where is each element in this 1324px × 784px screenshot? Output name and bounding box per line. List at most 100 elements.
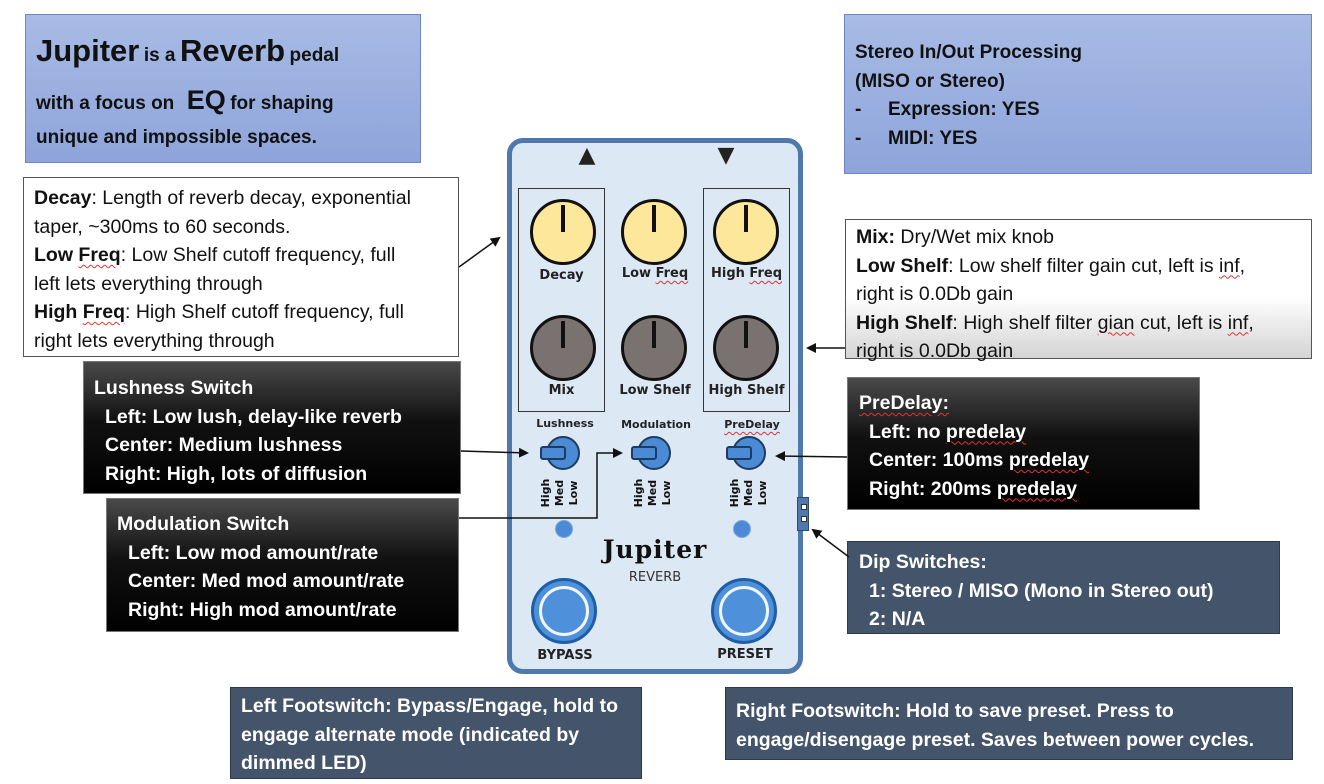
modulation-box: Modulation Switch Left: Low mod amount/r… [106,498,459,632]
high-shelf-knob[interactable] [713,315,779,381]
title-is-a: is a [143,45,176,66]
dip-switch-2[interactable] [801,516,807,522]
stereo-dash2: - [855,127,862,149]
highfreq-label-a: High [34,301,78,323]
low-shelf-knob[interactable] [621,315,687,381]
lowshelf-text-b: , [1239,254,1246,277]
output-arrow-icon: ▼ [717,143,735,168]
right-foot-line1: Right Footswitch: Hold to save preset. P… [736,700,1174,722]
title-with-focus: with a focus on [36,93,175,114]
left-foot-line2: engage alternate mode (indicated by [241,723,580,746]
decay-mix-frame [518,188,605,412]
title-pedal: pedal [289,45,340,66]
lushness-switch-label: Lushness [536,417,594,430]
highshelf-text-a: : High shelf filter [952,311,1098,334]
decay-knob[interactable] [530,199,596,265]
predelay-switch-lever[interactable] [726,446,752,460]
predelay-center-b: predelay [1008,449,1090,471]
high-freq-knob-label-b: Freq [749,266,783,281]
lushness-box: Lushness Switch Left: Low lush, delay-li… [83,361,461,494]
pedal-brand-logo: Jupiter [602,535,708,564]
title-box: Jupiter is a Reverb pedal with a focus o… [25,14,421,163]
mix-label: Mix: [856,226,895,248]
mix-text: Dry/Wet mix knob [895,226,1054,248]
high-shelf-knob-label: High Shelf [708,383,785,398]
lushness-right: Right: High, lots of diffusion [105,462,368,485]
predelay-right-b: predelay [996,477,1078,500]
stereo-midi: MIDI: YES [888,127,978,149]
modulation-title: Modulation Switch [117,513,290,535]
lowfreq-text1: : Low Shelf cutoff frequency, full [120,244,396,266]
lushness-switch-lever[interactable] [540,446,566,460]
left-foot-line3: dimmed LED) [241,752,367,774]
left-footswitch-box: Left Footswitch: Bypass/Engage, hold to … [230,687,642,779]
mix-knob-label: Mix [548,383,575,398]
dip-switch-1[interactable] [801,504,807,510]
title-jupiter: Jupiter [36,33,140,68]
title-for-shaping: for shaping [230,93,334,114]
bypass-footswitch[interactable] [531,578,597,644]
modulation-left: Left: Low mod amount/rate [128,541,379,564]
dip-arrow [811,528,850,558]
stereo-line1: Stereo In/Out Processing [855,42,1082,63]
stereo-dash1: - [855,99,862,120]
mix-knob[interactable] [530,315,596,381]
highfreq-text2: right lets everything through [34,329,275,352]
preset-label: PRESET [717,647,773,662]
stereo-expression: Expression: YES [888,99,1040,120]
highfreq-label-b: Freq [82,301,126,323]
highfreq-text1: : High Shelf cutoff frequency, full [125,301,404,323]
modulation-switch-lever[interactable] [631,446,657,460]
right-footswitch-box: Right Footswitch: Hold to save preset. P… [725,687,1293,760]
left-foot-line1: Left Footswitch: Bypass/Engage, hold to [241,695,619,717]
highshelf-text-b: cut, left is [1134,311,1228,334]
highshelf-label: High Shelf [856,311,953,334]
modulation-right: Right: High mod amount/rate [128,598,397,621]
bypass-led [555,520,573,538]
highshelf-inf: inf [1227,311,1249,334]
lowshelf-text2: right is 0.0Db gain [856,283,1014,305]
dip-title: Dip Switches: [859,551,987,573]
modulation-arrow [459,448,623,519]
title-line3: unique and impossible spaces. [36,127,317,148]
stereo-line2: (MISO or Stereo) [855,70,1005,92]
highshelf-gian: gian [1097,311,1135,334]
decay-box: Decay: Length of reverb decay, exponenti… [23,177,459,357]
low-freq-knob-label-b: Freq [655,266,689,281]
lowshelf-text-a: : Low shelf filter gain cut, left is [948,254,1220,277]
dip-box: Dip Switches: 1: Stereo / MISO (Mono in … [847,541,1280,634]
lushness-center: Center: Medium lushness [105,434,343,456]
predelay-left-b: predelay [945,420,1027,443]
pedal-subtitle: REVERB [628,570,682,585]
bypass-label: BYPASS [537,648,593,663]
mix-box: Mix: Dry/Wet mix knob Low Shelf: Low she… [845,219,1312,362]
high-freq-knob[interactable] [713,199,779,265]
predelay-left-a: Left: no [869,420,946,443]
lowshelf-inf: inf [1219,254,1240,277]
preset-footswitch[interactable] [711,578,777,644]
decay-arrow [458,236,501,268]
dip-line2: 2: N/A [869,608,926,630]
dip-line1: 1: Stereo / MISO (Mono in Stereo out) [869,579,1214,602]
highfreq-highshelf-frame [703,188,790,412]
predelay-title: PreDelay: [859,392,949,414]
decay-label: Decay [34,187,92,209]
lowfreq-label-a: Low [34,244,73,266]
stereo-box: Stereo In/Out Processing (MISO or Stereo… [844,14,1312,174]
modulation-switch-label: Modulation [621,418,691,431]
title-eq: EQ [186,85,226,115]
predelay-box: PreDelay: Left: no predelay Center: 100m… [847,377,1200,510]
high-freq-knob-label-a: High [710,266,745,281]
decay-text2: taper, ~300ms to 60 seconds. [34,215,291,238]
dip-switch-block[interactable] [797,497,809,531]
title-reverb: Reverb [179,33,286,68]
predelay-switch-label-b: Delay [745,418,780,431]
decay-text1: : Length of reverb decay, exponential [91,187,411,209]
predelay-right-a: Right: 200ms [869,477,997,500]
low-freq-knob-label-a: Low [621,266,652,281]
predelay-center-a: Center: 100ms [869,449,1009,471]
low-freq-knob[interactable] [621,199,687,265]
lowshelf-label: Low Shelf [856,254,949,277]
lowfreq-text2: left lets everything through [34,272,263,295]
